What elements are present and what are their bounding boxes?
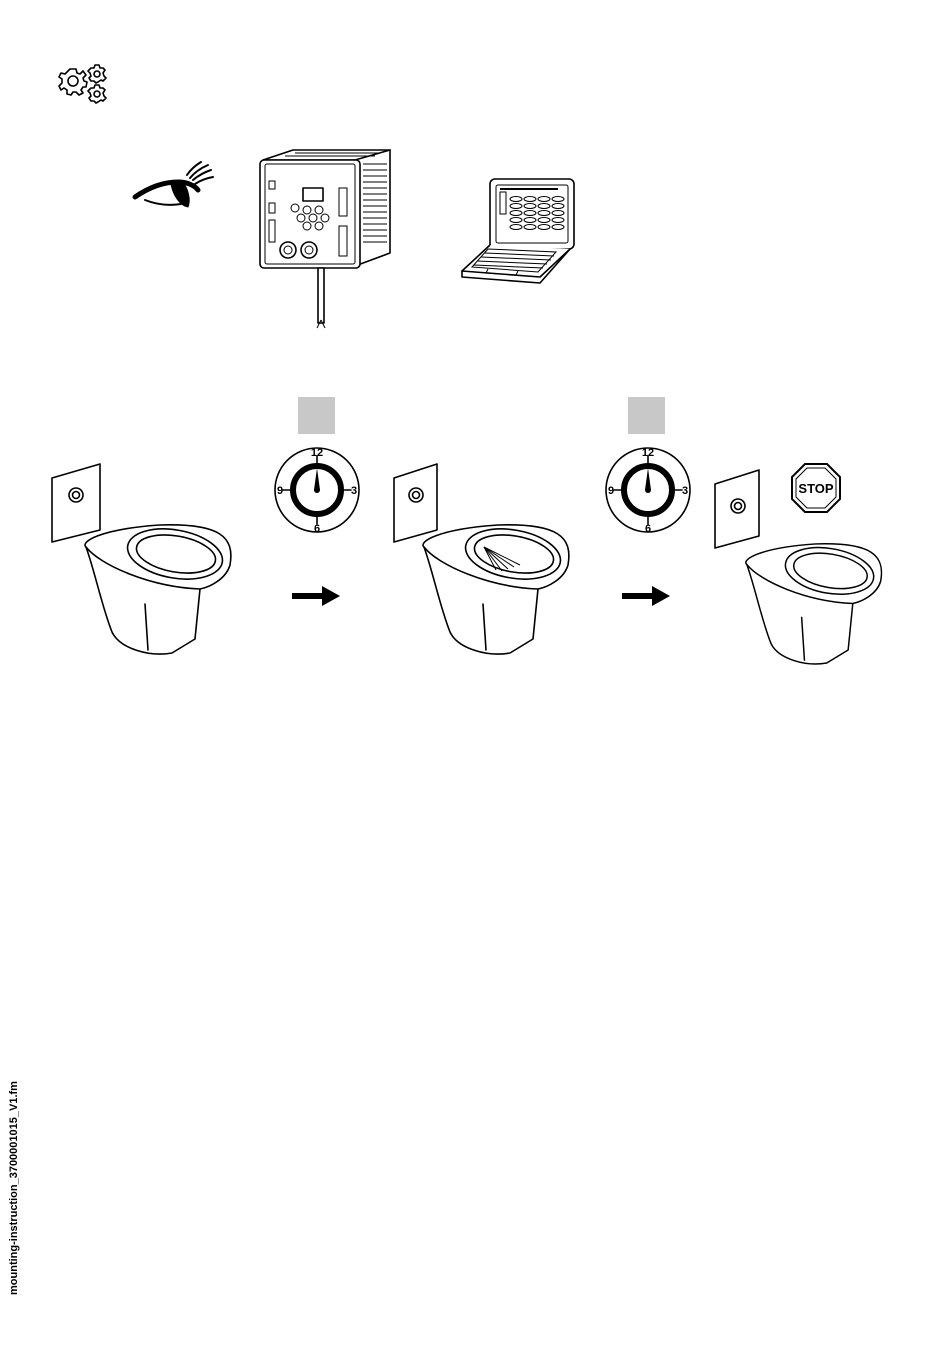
arrow-right-icon [292, 584, 342, 608]
clock-icon: 12 3 6 9 [273, 446, 361, 534]
clock-label-6: 6 [314, 523, 320, 535]
gears-icon [55, 62, 113, 106]
document-filename: mounting-instruction_3700001015_V1.fm [8, 1081, 20, 1295]
clock-label-9: 9 [277, 485, 283, 497]
clock-label-9: 9 [608, 485, 614, 497]
clock-label-3: 3 [351, 485, 357, 497]
eye-icon [133, 160, 213, 210]
laptop-icon [458, 177, 576, 287]
toilet-step-2 [390, 462, 590, 662]
clock-icon: 12 3 6 9 [604, 446, 692, 534]
stop-sign-icon: STOP [790, 462, 842, 514]
arrow-right-icon [622, 584, 672, 608]
control-unit-icon [255, 148, 395, 328]
toilet-step-1 [48, 462, 248, 662]
placeholder-box-1 [298, 397, 335, 434]
clock-label-12: 12 [642, 447, 654, 459]
clock-label-6: 6 [645, 523, 651, 535]
clock-label-3: 3 [682, 485, 688, 497]
stop-label: STOP [798, 481, 833, 496]
placeholder-box-2 [628, 397, 665, 434]
clock-label-12: 12 [311, 447, 323, 459]
